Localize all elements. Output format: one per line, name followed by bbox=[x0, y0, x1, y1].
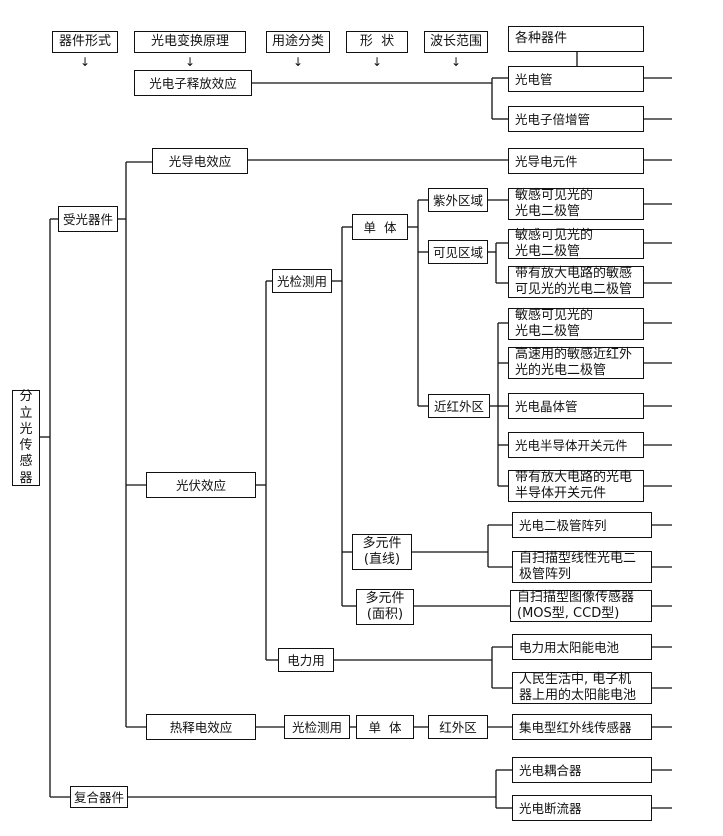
node-photoconductive-effect: 光导电效应 bbox=[152, 148, 248, 174]
arrow-down-icon: ↓ bbox=[292, 55, 304, 69]
node-wavelength-uv: 紫外区域 bbox=[428, 188, 488, 212]
header-usage: 用途分类 bbox=[266, 31, 330, 53]
node-photovoltaic-effect: 光伏效应 bbox=[146, 472, 256, 498]
arrow-down-icon: ↓ bbox=[371, 55, 383, 69]
device-line: 光电二极管 bbox=[515, 204, 581, 219]
device-solar-power: 电力用太阳能电池 bbox=[512, 634, 652, 660]
node-wavelength-ir: 红外区 bbox=[428, 715, 488, 739]
device-line: 光电二极管 bbox=[515, 244, 581, 259]
node-shape-multi-line: 多元件 (直线) bbox=[352, 534, 412, 570]
header-col-form: 器件形式 ↓ bbox=[52, 31, 118, 68]
device-line: 可见光的光电二极管 bbox=[515, 282, 633, 297]
header-wavelength: 波长范围 bbox=[424, 31, 488, 53]
arrow-down-icon: ↓ bbox=[450, 55, 462, 69]
device-phototransistor: 光电晶体管 bbox=[508, 393, 644, 419]
device-uv-photodiode: 敏感可见光的 光电二极管 bbox=[508, 188, 644, 220]
device-line: 人民生活中, 电子机 bbox=[519, 671, 632, 687]
device-image-sensor: 自扫描型图像传感器 (MOS型, CCD型) bbox=[510, 590, 652, 622]
header-devices: 各种器件 bbox=[508, 26, 644, 52]
device-line: 半导体开关元件 bbox=[515, 486, 607, 501]
node-usage-detection-pyro: 光检测用 bbox=[284, 715, 350, 739]
device-nir-fast-photodiode: 高速用的敏感近红外 光的光电二极管 bbox=[508, 347, 644, 379]
device-visible-photodiode-amp: 带有放大电路的敏感 可见光的光电二极管 bbox=[508, 266, 644, 298]
node-shape-single-pyro: 单 体 bbox=[356, 715, 414, 739]
shape-sub: (直线) bbox=[363, 552, 401, 567]
header-shape: 形 状 bbox=[346, 31, 408, 53]
arrow-down-icon: ↓ bbox=[184, 55, 196, 69]
device-photoconductor: 光导电元件 bbox=[508, 148, 644, 174]
node-photoemission-effect: 光电子释放效应 bbox=[134, 70, 252, 96]
root-char: 器 bbox=[19, 470, 33, 486]
root-char: 光 bbox=[19, 421, 33, 437]
node-usage-power: 电力用 bbox=[278, 648, 334, 672]
device-line: 带有放大电路的光电 bbox=[515, 469, 633, 485]
root-char: 分 bbox=[19, 389, 33, 405]
node-usage-detection: 光检测用 bbox=[272, 269, 332, 293]
node-composite-device: 复合器件 bbox=[70, 786, 128, 808]
device-line: 敏感可见光的 bbox=[515, 187, 594, 203]
device-line: (MOS型, CCD型) bbox=[517, 606, 620, 621]
header-col-principle: 光电变换原理 ↓ bbox=[134, 31, 246, 68]
node-receiver-device: 受光器件 bbox=[58, 206, 118, 232]
header-principle: 光电变换原理 bbox=[134, 31, 246, 53]
device-line: 带有放大电路的敏感 bbox=[515, 265, 633, 281]
node-shape-single: 单 体 bbox=[352, 214, 408, 240]
node-wavelength-visible: 可见区域 bbox=[428, 240, 488, 264]
device-line: 光电二极管 bbox=[515, 324, 581, 339]
device-nir-photodiode: 敏感可见光的 光电二极管 bbox=[508, 308, 644, 340]
device-photodiode-array: 光电二极管阵列 bbox=[512, 512, 652, 538]
device-line: 敏感可见光的 bbox=[515, 227, 594, 243]
device-line: 自扫描型线性光电二 bbox=[519, 550, 637, 566]
device-line: 高速用的敏感近红外 bbox=[515, 346, 633, 362]
arrow-down-icon: ↓ bbox=[79, 55, 91, 69]
device-line: 极管阵列 bbox=[519, 567, 572, 582]
device-linear-photodiode-array: 自扫描型线性光电二 极管阵列 bbox=[512, 551, 652, 583]
node-wavelength-nir: 近红外区 bbox=[428, 394, 490, 418]
device-semiconductor-switch: 光电半导体开关元件 bbox=[508, 432, 644, 458]
device-line: 光的光电二极管 bbox=[515, 363, 607, 378]
header-col-wavelength: 波长范围 ↓ bbox=[424, 31, 488, 68]
device-line: 敏感可见光的 bbox=[515, 307, 594, 323]
device-optocoupler: 光电耦合器 bbox=[512, 757, 652, 783]
node-shape-multi-area: 多元件 (面积) bbox=[356, 589, 414, 625]
device-visible-photodiode: 敏感可见光的 光电二极管 bbox=[508, 227, 644, 259]
device-semiconductor-switch-amp: 带有放大电路的光电 半导体开关元件 bbox=[508, 470, 644, 502]
root-char: 传 bbox=[19, 438, 33, 453]
root-char: 立 bbox=[19, 405, 33, 421]
root-discrete-photosensor: 分 立 光 传 感 器 bbox=[12, 389, 40, 486]
device-ir-sensor: 集电型红外线传感器 bbox=[512, 714, 652, 740]
device-line: 器上用的太阳能电池 bbox=[519, 688, 637, 703]
shape-sub: (面积) bbox=[366, 607, 404, 622]
device-photo-interrupter: 光电断流器 bbox=[512, 795, 652, 821]
header-col-shape: 形 状 ↓ bbox=[346, 31, 408, 68]
shape-label: 多元件 bbox=[365, 590, 405, 606]
header-form: 器件形式 bbox=[52, 31, 118, 53]
device-solar-consumer: 人民生活中, 电子机 器上用的太阳能电池 bbox=[512, 672, 652, 704]
device-line: 自扫描型图像传感器 bbox=[517, 589, 635, 605]
shape-label: 多元件 bbox=[362, 535, 402, 551]
root-char: 感 bbox=[19, 454, 33, 470]
node-pyroelectric-effect: 热释电效应 bbox=[146, 714, 256, 740]
header-col-usage: 用途分类 ↓ bbox=[266, 31, 330, 68]
device-phototube: 光电管 bbox=[508, 66, 644, 92]
device-photomultiplier: 光电子倍增管 bbox=[508, 106, 644, 132]
